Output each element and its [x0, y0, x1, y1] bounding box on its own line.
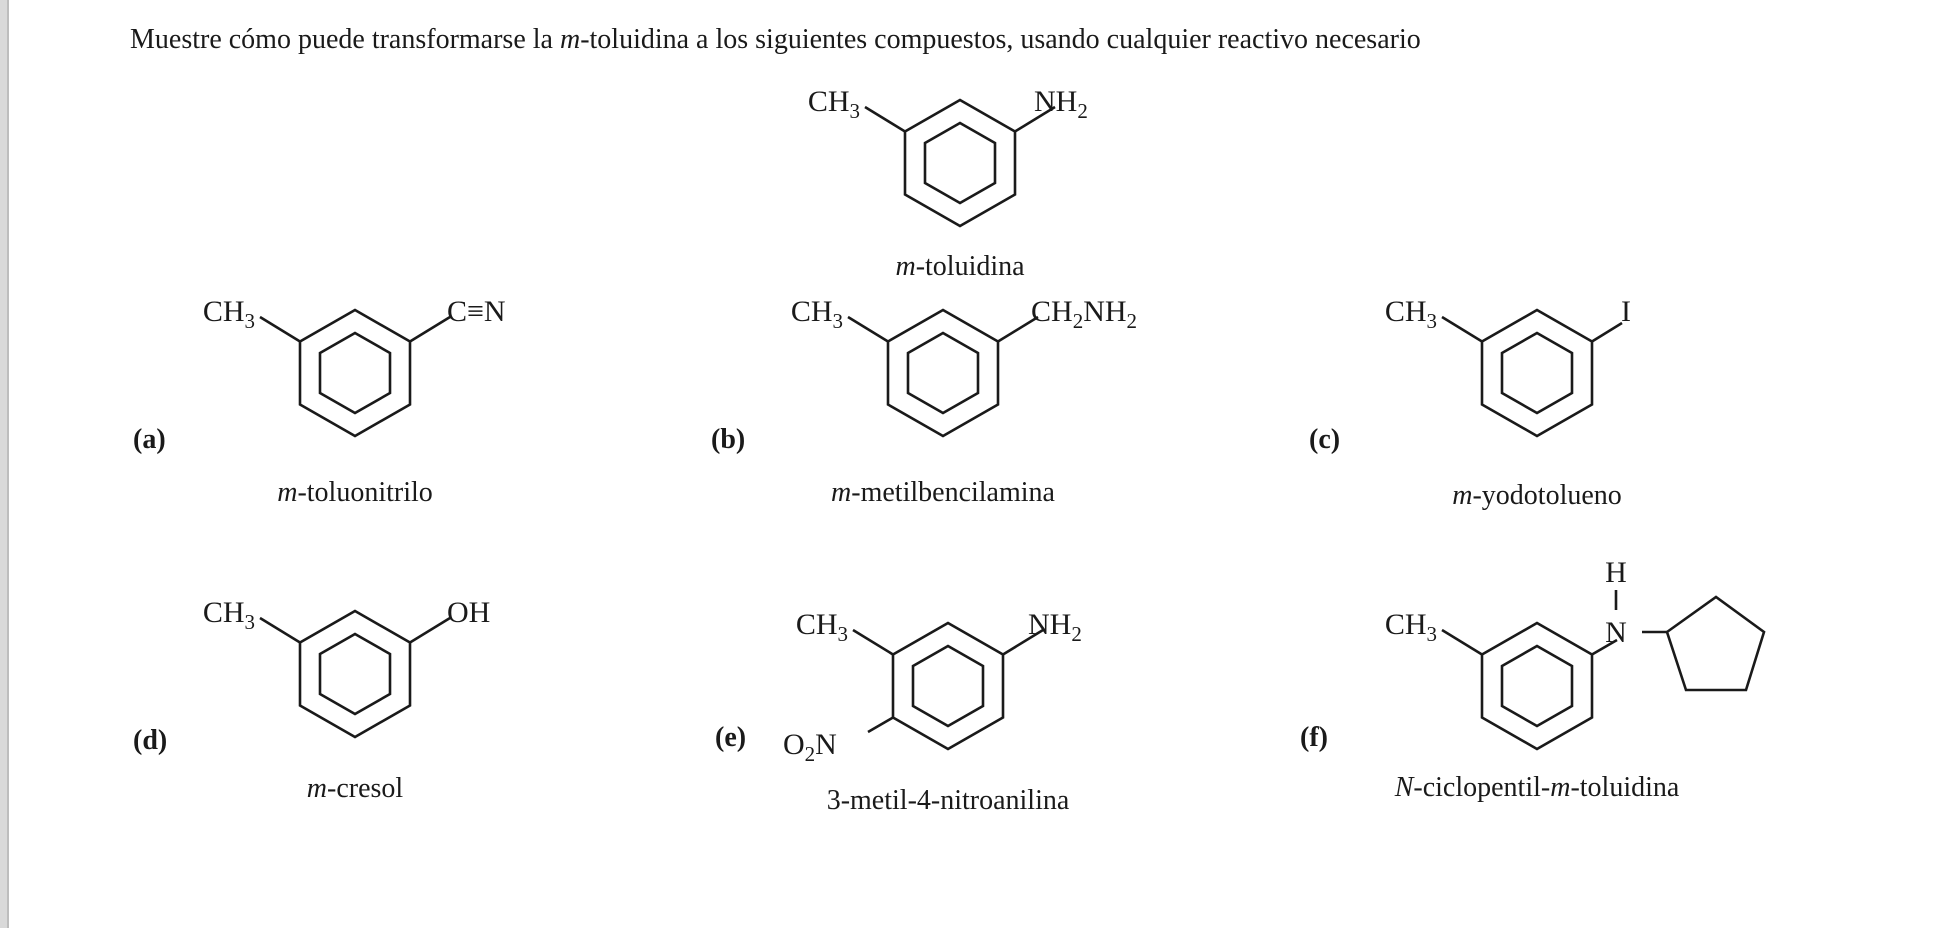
bond-nitro — [867, 716, 894, 734]
item-letter: (b) — [711, 424, 745, 455]
structure-m-toluidina: CH3 NH2 m-toluidina — [808, 85, 1088, 282]
compound-name: N-ciclopentil-m-toluidina — [1394, 772, 1680, 803]
cyclopentyl-ring — [1665, 595, 1766, 692]
bond-substituent — [409, 616, 451, 644]
bond-substituent — [1591, 321, 1623, 343]
amino-group: NH2 — [1028, 608, 1082, 646]
benzene-ring — [903, 98, 1017, 228]
aromatic-ring-inner — [318, 331, 392, 415]
item-letter: (f) — [1300, 722, 1328, 753]
aromatic-ring-inner — [906, 331, 980, 415]
aromatic-ring-inner — [1500, 644, 1574, 728]
window-edge — [0, 0, 9, 928]
methyl-group: CH3 — [796, 608, 848, 646]
methyl-group: CH3 — [791, 295, 843, 333]
question-part1: Muestre cómo puede transformarse la — [130, 24, 560, 55]
compound-name: m-toluonitrilo — [277, 477, 433, 508]
compound-name: m-toluidina — [895, 251, 1025, 282]
structure-c: CH3 I (c) m-yodotolueno — [1309, 295, 1631, 511]
bond-methyl — [864, 105, 906, 133]
structure-e: CH3 NH2 O2N (e) 3-metil-4-nitroanilina — [715, 608, 1082, 816]
bond-methyl — [1441, 628, 1483, 656]
benzene-ring — [298, 308, 412, 438]
hydroxyl-group: OH — [447, 596, 490, 629]
item-letter: (c) — [1309, 424, 1340, 455]
nitrile-group: C≡N — [447, 295, 506, 328]
bond-amine — [1591, 638, 1618, 656]
hydrogen-atom: H — [1605, 556, 1627, 589]
methyl-group: CH3 — [1385, 608, 1437, 646]
methyl-group: CH3 — [203, 295, 255, 333]
aromatic-ring-inner — [1500, 331, 1574, 415]
question-text: Muestre cómo puede transformarse la m-to… — [130, 24, 1421, 56]
bond-methyl — [847, 315, 889, 343]
compound-name: 3-metil-4-nitroanilina — [827, 785, 1070, 816]
methyl-group: CH3 — [808, 85, 860, 123]
benzene-ring — [1480, 621, 1594, 751]
bond-methyl — [852, 628, 894, 656]
structure-a: CH3 C≡N (a) m-toluonitrilo — [133, 295, 506, 508]
structure-d: CH3 OH (d) m-cresol — [133, 596, 490, 804]
item-letter: (d) — [133, 725, 167, 756]
item-letter: (e) — [715, 722, 746, 753]
compound-name: m-yodotolueno — [1452, 480, 1622, 511]
aromatic-ring-inner — [923, 121, 997, 205]
bond-methyl — [1441, 315, 1483, 343]
bond-substituent — [997, 315, 1039, 343]
bond-substituent — [1014, 105, 1056, 133]
bond-substituent — [409, 315, 451, 343]
item-letter: (a) — [133, 424, 166, 455]
structure-b: CH3 CH2NH2 (b) m-metilbencilamina — [711, 295, 1137, 508]
benzene-ring — [886, 308, 1000, 438]
structure-f: CH3 N H (f) N-ciclopentil-m-toluidina — [1300, 556, 1766, 803]
bond-methyl — [259, 315, 301, 343]
benzene-ring — [1480, 308, 1594, 438]
benzene-ring — [891, 621, 1005, 751]
aromatic-ring-inner — [911, 644, 985, 728]
iodine-atom: I — [1621, 295, 1631, 328]
question-italic: m — [559, 24, 581, 55]
nitro-group: O2N — [783, 728, 837, 766]
bond-substituent — [1002, 628, 1044, 656]
question-part2: -toluidina a los siguientes compuestos, … — [580, 24, 1421, 55]
methyl-group: CH3 — [1385, 295, 1437, 333]
aromatic-ring-inner — [318, 632, 392, 716]
amino-group: NH2 — [1034, 85, 1088, 123]
nitrogen-atom: N — [1605, 616, 1627, 649]
compound-name: m-cresol — [307, 773, 404, 804]
compound-name: m-metilbencilamina — [831, 477, 1056, 508]
aminomethyl-group: CH2NH2 — [1031, 295, 1137, 333]
benzene-ring — [298, 609, 412, 739]
bond-methyl — [259, 616, 301, 644]
methyl-group: CH3 — [203, 596, 255, 634]
